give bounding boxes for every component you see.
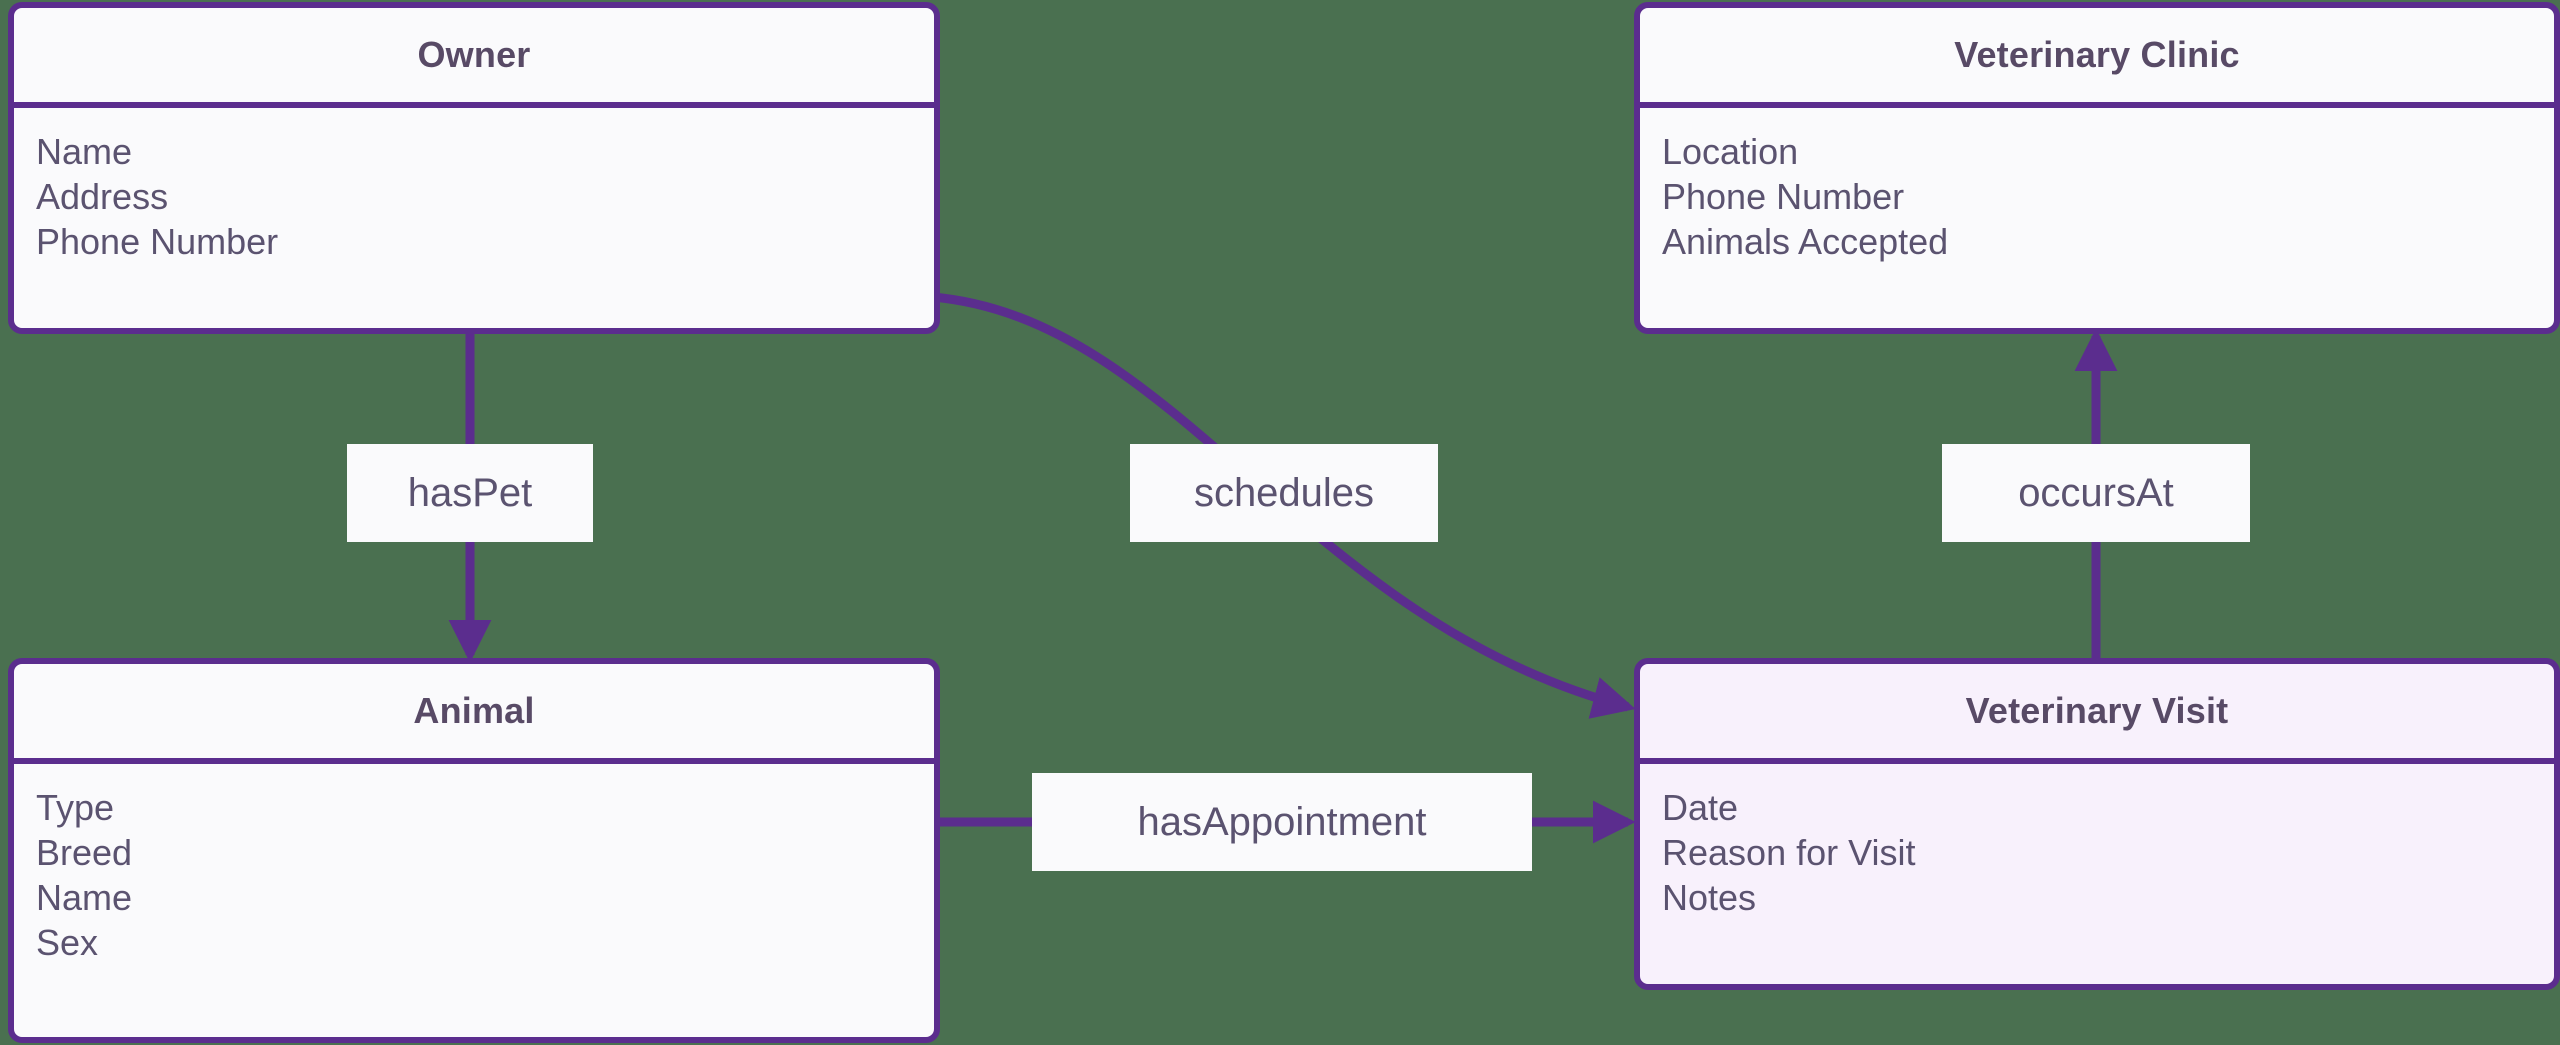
entity-animal-attributes: Type Breed Name Sex	[14, 764, 934, 984]
entity-owner-attributes: Name Address Phone Number	[14, 108, 934, 283]
attribute: Sex	[36, 921, 99, 963]
entity-veterinary-clinic-title: Veterinary Clinic	[1954, 34, 2240, 75]
relationship-label-hasPet[interactable]: hasPet	[347, 444, 593, 542]
relationship-label-hasAppointment[interactable]: hasAppointment	[1032, 773, 1532, 871]
attribute: Phone Number	[36, 220, 279, 262]
entity-owner-title: Owner	[417, 34, 531, 75]
attribute: Notes	[1662, 876, 1757, 918]
attribute: Address	[36, 175, 169, 217]
entity-veterinary-clinic-header: Veterinary Clinic	[1640, 8, 2554, 108]
attribute: Reason for Visit	[1662, 831, 1916, 873]
entity-animal-title: Animal	[413, 690, 535, 731]
attribute: Breed	[36, 831, 133, 873]
attribute: Date	[1662, 787, 1739, 828]
entity-owner-header: Owner	[14, 8, 934, 108]
entity-veterinary-visit[interactable]: Veterinary Visit Date Reason for Visit N…	[1634, 658, 2560, 990]
attribute: Phone Number	[1662, 175, 1905, 217]
attribute: Type	[36, 787, 115, 828]
entity-animal-header: Animal	[14, 664, 934, 764]
relationship-label-occursAt[interactable]: occursAt	[1942, 444, 2250, 542]
attribute: Name	[36, 876, 133, 918]
attribute: Location	[1662, 131, 1799, 172]
entity-animal[interactable]: Animal Type Breed Name Sex	[8, 658, 940, 1043]
entity-veterinary-visit-attributes: Date Reason for Visit Notes	[1640, 764, 2554, 939]
attribute: Animals Accepted	[1662, 220, 1949, 262]
attribute: Name	[36, 131, 133, 172]
relationship-label-schedules[interactable]: schedules	[1130, 444, 1438, 542]
entity-veterinary-clinic[interactable]: Veterinary Clinic Location Phone Number …	[1634, 2, 2560, 334]
entity-veterinary-clinic-attributes: Location Phone Number Animals Accepted	[1640, 108, 2554, 283]
entity-veterinary-visit-header: Veterinary Visit	[1640, 664, 2554, 764]
entity-veterinary-visit-title: Veterinary Visit	[1965, 690, 2229, 731]
entity-owner[interactable]: Owner Name Address Phone Number	[8, 2, 940, 334]
